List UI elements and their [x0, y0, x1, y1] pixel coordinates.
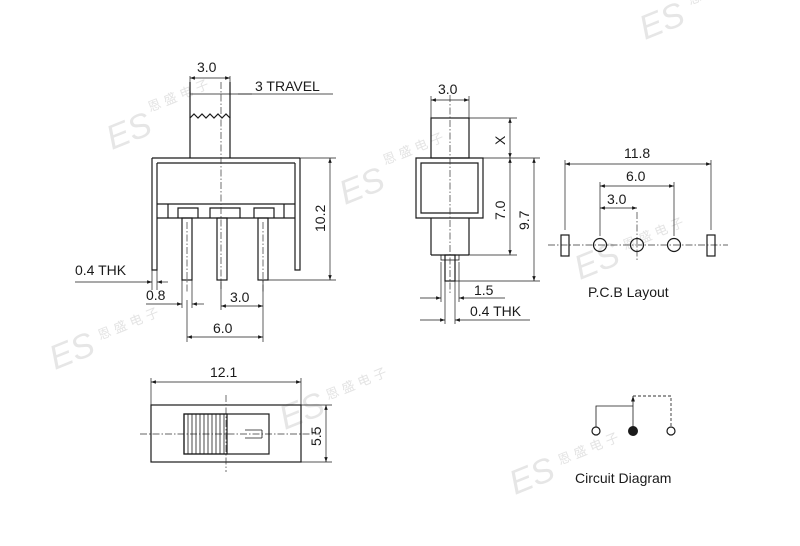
watermark-logo: ES [634, 0, 691, 47]
dim-frame-thk: 0.4 THK [75, 262, 127, 278]
pcb-layout: 11.8 6.0 3.0 P.C.B Layout [548, 145, 728, 300]
dim-pitch: 3.0 [230, 289, 250, 305]
dim-travel: 3 TRAVEL [255, 78, 320, 94]
watermark-text: 恩 盛 电 子 [146, 78, 211, 116]
top-view: 12.1 5.5 [140, 364, 332, 472]
dim-span: 6.0 [213, 320, 233, 336]
dim-total-height: 9.7 [516, 210, 532, 230]
terminal-left [591, 426, 601, 436]
side-view: 3.0 3 TRAVEL 10.2 0.4 THK 0.8 3.0 6.0 [75, 59, 336, 342]
terminal-common [628, 426, 638, 436]
circuit-diagram-label: Circuit Diagram [575, 470, 671, 486]
dim-x: X [492, 135, 508, 145]
dim-length: 12.1 [210, 364, 237, 380]
dim-pcb-span: 6.0 [626, 168, 646, 184]
dim-pcb-pitch: 3.0 [607, 191, 627, 207]
watermark-logo: ES [504, 450, 561, 502]
circuit-diagram: Circuit Diagram [575, 395, 676, 486]
watermark-text: 恩 盛 电 子 [686, 0, 751, 9]
dim-width: 5.5 [308, 426, 324, 446]
watermark-logo: ES [101, 105, 158, 157]
actuator-grip [187, 414, 225, 454]
watermark-logo: ES [569, 235, 626, 287]
watermark-text: 恩 盛 电 子 [324, 366, 389, 404]
dim-end-pin-width: 1.5 [474, 282, 494, 298]
watermark-text: 恩 盛 电 子 [96, 306, 161, 344]
watermark-text: 恩 盛 电 子 [556, 431, 621, 469]
pcb-layout-label: P.C.B Layout [588, 284, 669, 300]
dim-end-actuator-width: 3.0 [438, 81, 458, 97]
dim-end-thk: 0.4 THK [470, 303, 522, 319]
dim-height: 10.2 [312, 205, 328, 232]
watermark: ES 恩 盛 电 子 ES 恩 盛 电 子 ES 恩 盛 电 子 ES 恩 盛 … [44, 0, 751, 502]
dim-pcb-width: 11.8 [624, 145, 650, 161]
watermark-logo: ES [334, 160, 391, 212]
watermark-logo: ES [44, 325, 101, 377]
dim-actuator-width: 3.0 [197, 59, 217, 75]
end-view: 3.0 X 7.0 9.7 1.5 0.4 THK [415, 81, 540, 324]
dim-pin-width: 0.8 [146, 287, 166, 303]
dim-body-height: 7.0 [492, 200, 508, 220]
terminal-right [666, 426, 676, 436]
